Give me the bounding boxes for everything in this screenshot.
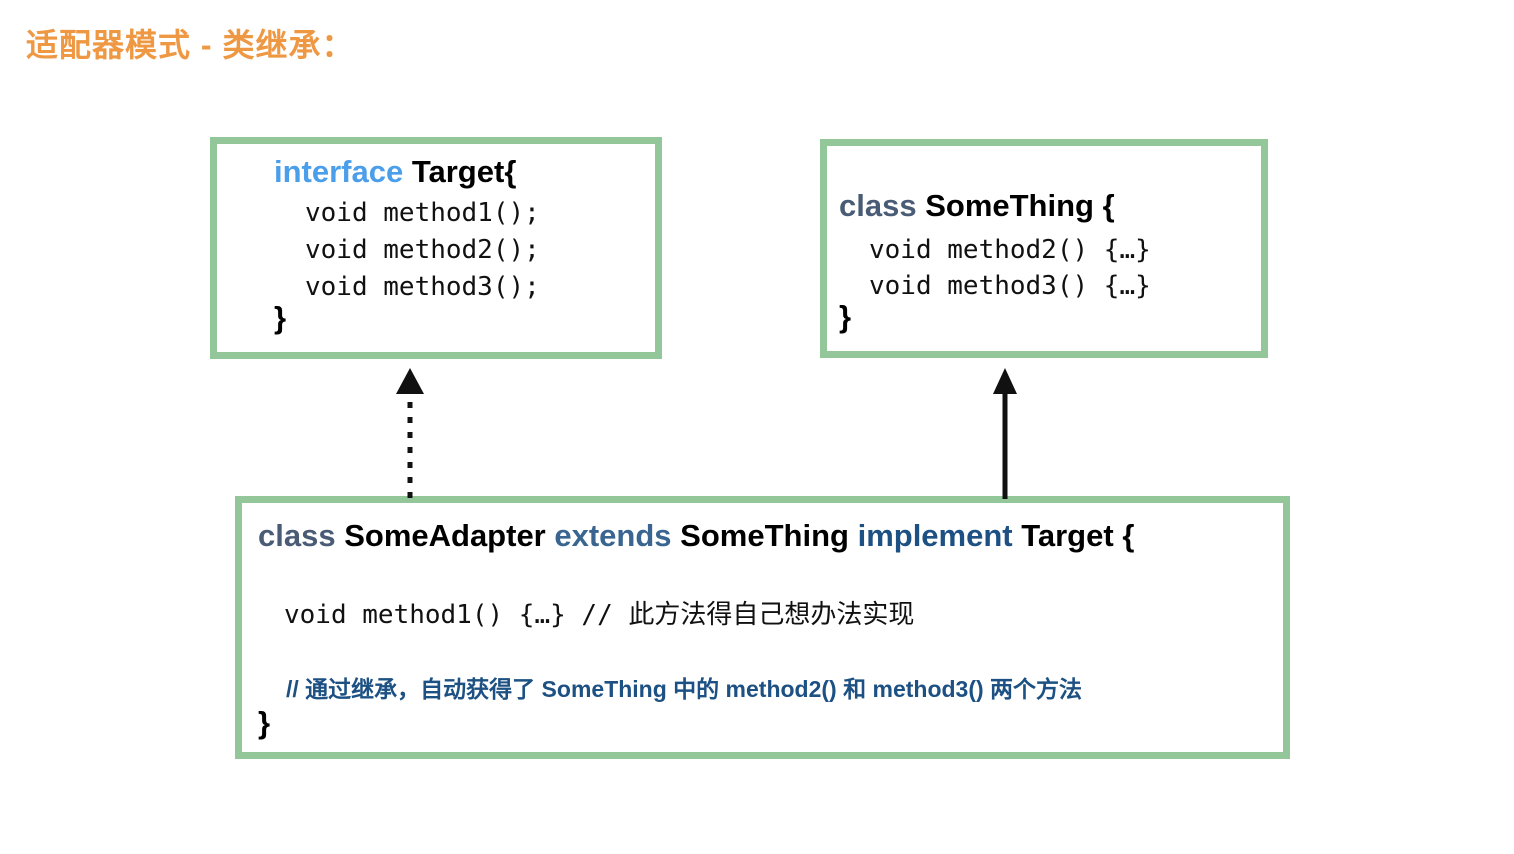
- extends-arrow-head: [993, 368, 1017, 394]
- code-line-method3: void method3();: [305, 272, 540, 302]
- open-brace-glyph: {: [1102, 188, 1115, 223]
- implemented-interface-name: Target: [1021, 518, 1114, 553]
- sp3: [672, 518, 681, 553]
- type-name-target: [403, 154, 412, 189]
- keyword-class: class: [258, 518, 336, 553]
- sp4: [849, 518, 858, 553]
- keyword-interface: interface: [274, 154, 404, 189]
- extends-arrow: [993, 368, 1017, 499]
- class-someadapter-box: class SomeAdapter extends SomeThing impl…: [235, 496, 1290, 759]
- close-brace: }: [274, 300, 287, 335]
- interface-name: Target: [411, 154, 505, 189]
- close-brace: }: [839, 299, 852, 334]
- inheritance-note-comment: // 通过继承，自动获得了 SomeThing 中的 method2() 和 m…: [286, 676, 1083, 702]
- interface-target-declaration: interface Target{: [274, 154, 516, 190]
- space: [917, 188, 926, 223]
- interface-target-box: interface Target{ void method1(); void m…: [210, 137, 662, 359]
- adapter-class-name: SomeAdapter: [344, 518, 546, 553]
- page-title: 适配器模式 - 类继承：: [26, 27, 355, 63]
- class-something-declaration: class SomeThing {: [839, 188, 1115, 224]
- class-someadapter-declaration: class SomeAdapter extends SomeThing impl…: [258, 518, 1134, 554]
- class-name: SomeThing: [925, 188, 1094, 223]
- class-something-box: class SomeThing { void method2() {…} voi…: [820, 139, 1268, 358]
- keyword-implement: implement: [857, 518, 1013, 553]
- sp1: [336, 518, 345, 553]
- open-brace: {: [504, 154, 517, 189]
- implements-arrow-head: [396, 368, 424, 394]
- code-line-method1-impl: void method1() {…} // 此方法得自己想办法实现: [284, 600, 915, 630]
- close-brace: }: [258, 705, 271, 740]
- open-brace: [1094, 188, 1103, 223]
- code-line-method2: void method2();: [305, 235, 540, 265]
- code-line-method1: void method1();: [305, 198, 540, 228]
- open-brace: {: [1122, 518, 1135, 553]
- sp5: [1013, 518, 1022, 553]
- superclass-name: SomeThing: [680, 518, 849, 553]
- keyword-extends: extends: [554, 518, 672, 553]
- implements-arrow: [396, 368, 424, 498]
- code-line-method3: void method3() {…}: [869, 271, 1151, 301]
- keyword-class: class: [839, 188, 917, 223]
- code-line-method2: void method2() {…}: [869, 235, 1151, 265]
